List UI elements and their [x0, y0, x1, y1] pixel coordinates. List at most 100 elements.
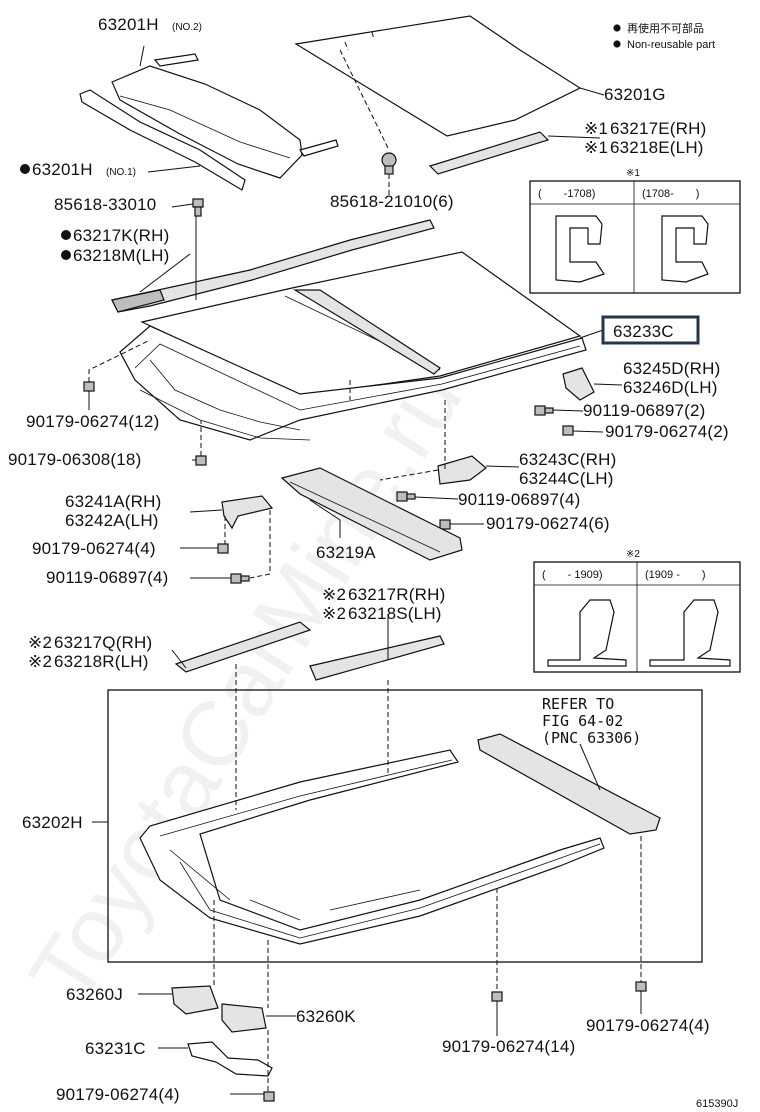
- label-63217K: 63217K(RH): [73, 226, 170, 245]
- part-63217E-drawing: [428, 131, 550, 175]
- nut-90179-06274-4c-icon: [263, 1091, 275, 1102]
- label-63246D: 63246D(LH): [623, 378, 718, 397]
- label-90179-06274-4b: 90179-06274(4): [586, 1016, 710, 1035]
- label-63202H: 63202H: [22, 813, 83, 832]
- label-85618-21010: 85618-21010(6): [330, 192, 454, 211]
- label-mark2-a: ※2: [322, 585, 346, 604]
- part-63260J-drawing: [171, 985, 219, 1015]
- detail-1-left-range: ( -1708): [538, 188, 595, 200]
- non-reusable-bullet-icon: [613, 40, 621, 48]
- label-63217E: 63217E(RH): [610, 119, 707, 138]
- label-63233C: 63233C: [613, 322, 674, 341]
- part-63217K-drawing: [111, 219, 435, 313]
- label-63201H-no2-note: (NO.2): [172, 22, 202, 33]
- label-63217Q: 63217Q(RH): [54, 633, 152, 652]
- non-reusable-bullet-icon: [61, 250, 71, 260]
- detail-2-right-profile: [649, 599, 731, 667]
- part-63245D-drawing: [562, 367, 595, 401]
- label-63218M: 63218M(LH): [73, 246, 170, 265]
- legend: 再使用不可部品 Non-reusable part: [613, 21, 715, 51]
- legend-jp: 再使用不可部品: [627, 21, 704, 35]
- label-mark1-a: ※1: [584, 119, 608, 138]
- legend-en: Non-reusable part: [627, 39, 715, 51]
- nut-90179-06308-18-icon: [195, 455, 207, 466]
- label-mark2-d: ※2: [28, 652, 52, 671]
- nut-90179-06274-6-icon: [439, 519, 451, 530]
- label-63242A: 63242A(LH): [65, 511, 159, 530]
- part-63201G-drawing: [294, 15, 582, 137]
- part-63217Q-drawing: [174, 621, 312, 673]
- label-63219A: 63219A: [316, 543, 376, 562]
- detail-box-2: ※2 ( - 1909) (1909 - ): [533, 549, 741, 673]
- refer-line-2: FIG 64-02: [542, 712, 623, 730]
- figure-id: 615390J: [696, 1098, 738, 1110]
- nut-90179-06274-4b-icon: [635, 981, 647, 992]
- detail-2-mark: ※2: [626, 549, 640, 560]
- nut-90179-06274-14-icon: [491, 991, 503, 1002]
- detail-1-left-profile: [555, 215, 605, 283]
- bolt-90119-06897-4b-icon: [230, 573, 250, 584]
- non-reusable-bullet-icon: [61, 230, 71, 240]
- part-63243C-drawing: [437, 455, 487, 485]
- label-63201H-no2: 63201H: [98, 15, 159, 34]
- label-90119-06897-2: 90119-06897(2): [583, 401, 706, 420]
- label-90179-06308-18: 90179-06308(18): [8, 450, 141, 469]
- label-63245D: 63245D(RH): [623, 359, 720, 378]
- detail-2-right-range: (1909 - ): [645, 569, 706, 581]
- part-63201H-no1-drawing: [79, 89, 246, 191]
- label-63201G: 63201G: [604, 85, 666, 104]
- non-reusable-bullet-icon: [20, 164, 30, 174]
- clip-85618-33010-icon: [192, 198, 204, 217]
- label-63243C: 63243C(RH): [519, 450, 616, 469]
- label-85618-33010: 85618-33010: [54, 195, 156, 214]
- label-63260J: 63260J: [66, 985, 123, 1004]
- label-90119-06897-4a: 90119-06897(4): [458, 490, 581, 509]
- label-90179-06274-4c: 90179-06274(4): [56, 1085, 180, 1104]
- nut-90179-06274-4a-icon: [217, 543, 229, 554]
- label-63218R: 63218R(LH): [54, 652, 149, 671]
- bolt-90119-06897-2-icon: [534, 405, 554, 416]
- label-mark1-b: ※1: [584, 138, 608, 157]
- label-90119-06897-4b: 90119-06897(4): [46, 568, 169, 587]
- detail-1-right-profile: [661, 215, 709, 283]
- label-mark2-b: ※2: [322, 604, 346, 623]
- detail-1-mark: ※1: [626, 168, 640, 179]
- housing-assembly-box: [107, 689, 703, 963]
- clip-85618-21010-icon: [381, 152, 397, 175]
- detail-2-left-profile: [547, 599, 627, 667]
- refer-line-1: REFER TO: [542, 695, 614, 713]
- label-63231C: 63231C: [85, 1039, 146, 1058]
- part-sunshade-63306-drawing: [477, 733, 661, 835]
- part-63241A-drawing: [221, 495, 274, 530]
- non-reusable-bullet-icon: [613, 24, 621, 32]
- part-63202H-drawing: [139, 749, 605, 945]
- label-63201H-no1: 63201H: [32, 160, 93, 179]
- part-frame-assembly-drawing: [119, 325, 587, 441]
- part-63201H-no2-drawing: [111, 65, 303, 179]
- label-63201H-no1-note: (NO.1): [106, 167, 136, 178]
- label-63260K: 63260K: [296, 1007, 356, 1026]
- part-63217R-drawing: [309, 635, 445, 681]
- part-63231C-drawing: [187, 1041, 273, 1077]
- label-63218S: 63218S(LH): [348, 604, 442, 623]
- part-63219A-drawing: [280, 467, 463, 561]
- label-90179-06274-4a: 90179-06274(4): [32, 539, 156, 558]
- detail-2-left-range: ( - 1909): [542, 569, 603, 581]
- label-90179-06274-14: 90179-06274(14): [442, 1037, 575, 1056]
- label-90179-06274-6: 90179-06274(6): [486, 514, 610, 533]
- label-mark2-c: ※2: [28, 633, 52, 652]
- label-90179-06274-2: 90179-06274(2): [605, 422, 729, 441]
- leader-lines: [88, 45, 642, 1095]
- nut-90179-06274-2-icon: [562, 425, 574, 436]
- refer-line-3: (PNC 63306): [542, 729, 641, 747]
- highlight-box-63233C: [601, 315, 700, 345]
- part-63260K-drawing: [221, 1003, 267, 1033]
- label-63217R: 63217R(RH): [348, 585, 445, 604]
- bolt-90119-06897-4a-icon: [396, 491, 416, 502]
- label-63244C: 63244C(LH): [519, 469, 614, 488]
- detail-1-right-range: (1708- ): [642, 188, 699, 200]
- label-90179-06274-12: 90179-06274(12): [26, 412, 159, 431]
- label-63241A: 63241A(RH): [65, 492, 162, 511]
- part-labels: 63201H (NO.2) 63201G ※1 63217E(RH) ※1 63…: [8, 15, 738, 1110]
